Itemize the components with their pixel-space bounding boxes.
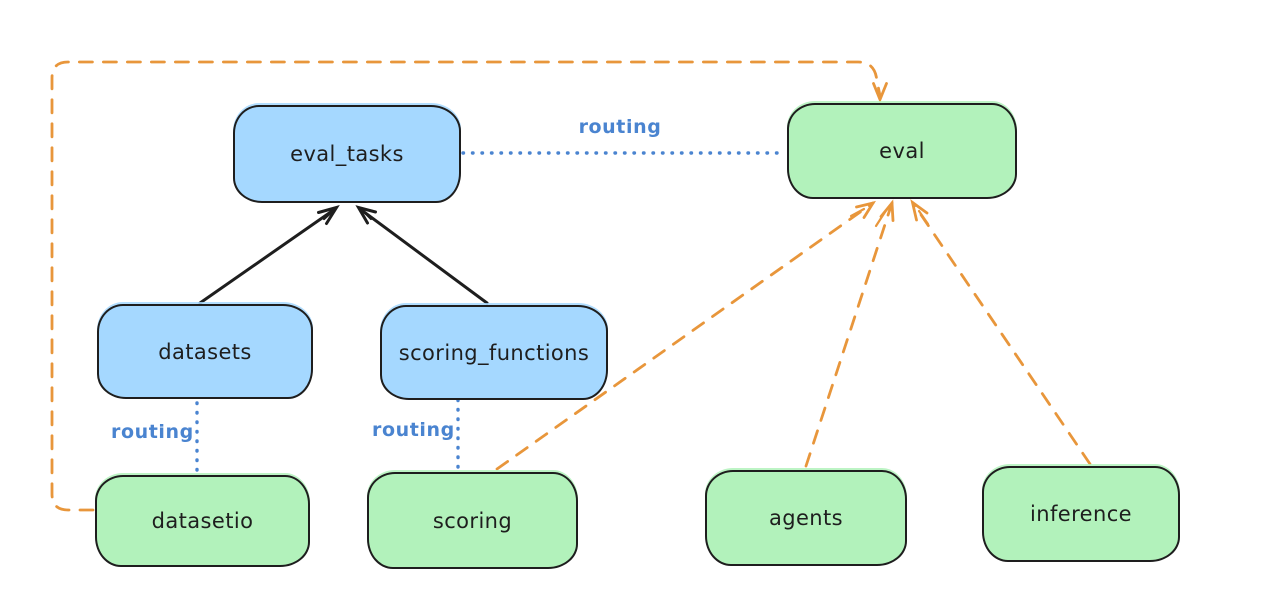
node-datasetio-label: datasetio <box>151 509 254 533</box>
edge-scoring-to-eval[interactable] <box>495 200 876 471</box>
edge-label-routing-eval-tasks-eval: routing <box>578 116 662 138</box>
node-datasets[interactable]: datasets <box>97 304 313 399</box>
node-agents[interactable]: agents <box>705 470 907 566</box>
edge-inference-to-eval[interactable] <box>910 199 1092 466</box>
node-inference[interactable]: inference <box>982 466 1180 562</box>
node-inference-label: inference <box>1030 502 1132 526</box>
edge-agents-to-eval[interactable] <box>804 199 895 468</box>
node-eval-label: eval <box>879 139 925 163</box>
node-scoring-functions-label: scoring_functions <box>398 340 590 365</box>
edge-scoring-functions-to-eval-tasks[interactable] <box>355 205 489 305</box>
node-eval[interactable]: eval <box>787 103 1017 199</box>
node-agents-label: agents <box>768 506 843 530</box>
node-datasets-label: datasets <box>158 339 252 364</box>
node-scoring-label: scoring <box>432 508 513 533</box>
edge-datasets-to-eval-tasks[interactable] <box>198 205 340 305</box>
node-eval-tasks[interactable]: eval_tasks <box>233 105 461 203</box>
edge-label-routing-scoring-functions-scoring: routing <box>372 419 455 441</box>
node-eval-tasks-label: eval_tasks <box>290 142 404 166</box>
edge-label-routing-datasets-datasetio: routing <box>111 421 194 443</box>
node-datasetio[interactable]: datasetio <box>95 475 310 567</box>
node-scoring-functions[interactable]: scoring_functions <box>380 305 608 400</box>
edge-datasetio-to-eval[interactable] <box>50 60 888 512</box>
node-scoring[interactable]: scoring <box>367 472 578 569</box>
